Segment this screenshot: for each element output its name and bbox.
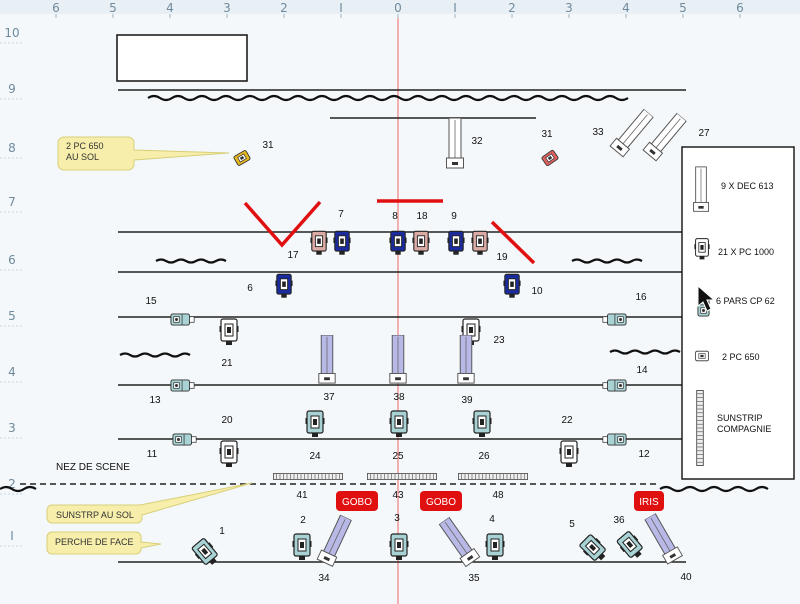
fixture-number: 17 xyxy=(287,250,299,261)
legend-sunstrip-1: SUNSTRIP xyxy=(717,413,763,423)
ruler-tick-label: 2 xyxy=(8,477,16,491)
callout-pc-line2: AU SOL xyxy=(66,152,99,162)
fixture-number: 33 xyxy=(592,127,604,138)
ruler-tick-label: 4 xyxy=(8,365,16,379)
callout-perche: PERCHE DE FACE xyxy=(46,531,162,555)
ruler-tick-label: 5 xyxy=(679,1,687,15)
fixture-number: 6 xyxy=(247,283,253,294)
left-ruler: 10 9 8 7 6 5 4 3 2I xyxy=(0,26,24,547)
fixture-number: 12 xyxy=(638,449,650,460)
ruler-tick-label: 2 xyxy=(280,1,288,15)
ruler-tick-label: I xyxy=(339,1,343,15)
fixture-number: 39 xyxy=(461,395,473,406)
fixture-number: 2 xyxy=(300,515,306,526)
fixture-number: 36 xyxy=(613,515,625,526)
legend-dec: 9 X DEC 613 xyxy=(721,181,774,191)
fixture-number: 23 xyxy=(493,335,505,346)
ruler-tick-label: 9 xyxy=(8,82,16,96)
fixture-number: 25 xyxy=(392,451,404,462)
ruler-tick-label: 6 xyxy=(52,1,60,15)
fixture-number: 22 xyxy=(561,415,573,426)
stage-edge-label: NEZ DE SCENE xyxy=(56,462,130,473)
gobo-label-2: GOBO xyxy=(426,497,456,508)
iris-tag: IRIS xyxy=(634,491,664,511)
fixture-number: 19 xyxy=(496,252,508,263)
ruler-tick-label: I xyxy=(453,1,457,15)
fixture-number: 38 xyxy=(393,392,405,403)
fixture-number: 43 xyxy=(392,490,404,501)
ruler-tick-label: 6 xyxy=(736,1,744,15)
ruler-tick-label: 4 xyxy=(166,1,174,15)
fixture-number: 35 xyxy=(468,573,480,584)
fixture-number: 31 xyxy=(541,129,553,140)
fixture-number: 7 xyxy=(338,209,344,220)
red-shapes xyxy=(243,199,536,265)
callout-pc-au-sol: 2 PC 650 AU SOL xyxy=(57,136,230,171)
legend-pc1000: 21 X PC 1000 xyxy=(718,247,774,257)
ruler-tick-label: 7 xyxy=(8,195,16,209)
fixture-number: 11 xyxy=(147,449,158,460)
ruler-tick-label: 3 xyxy=(223,1,231,15)
fixture-number: 37 xyxy=(323,392,335,403)
gobo-tag-2: GOBO xyxy=(420,491,462,511)
ruler-tick-label: 3 xyxy=(8,421,16,435)
ruler-tick-label: 4 xyxy=(622,1,630,15)
fixture-number: 26 xyxy=(478,451,490,462)
gobo-label-1: GOBO xyxy=(342,497,372,508)
legend-sunstrip-2: COMPAGNIE xyxy=(717,424,771,434)
fixture-number: 9 xyxy=(451,211,457,222)
fixture-number: 48 xyxy=(492,490,504,501)
legend: 9 X DEC 613 21 X PC 1000 6 PARS CP 62 2 … xyxy=(681,146,795,480)
fixture-number: 4 xyxy=(489,514,495,525)
fixture-number: 8 xyxy=(392,211,398,222)
gobo-tag-1: GOBO xyxy=(336,491,378,511)
fixture-number: 34 xyxy=(318,573,330,584)
fixture-number: 1 xyxy=(219,526,225,537)
fixture-number: 32 xyxy=(471,136,483,147)
mouse-cursor-icon xyxy=(697,284,716,312)
sunstrips-row xyxy=(272,473,529,480)
fixture-number: 24 xyxy=(309,451,321,462)
ruler-tick-label: 0 xyxy=(394,1,402,15)
fixture-number: 10 xyxy=(531,286,543,297)
callout-sunstrip-text: SUNSTRP AU SOL xyxy=(56,510,134,520)
ruler-tick-label: 10 xyxy=(4,26,19,40)
fixture-number: 18 xyxy=(416,211,428,222)
ruler-tick-label: I xyxy=(10,529,14,543)
ruler-tick-label: 6 xyxy=(8,253,16,267)
ruler-tick-label: 3 xyxy=(565,1,573,15)
fixture-number: 14 xyxy=(636,365,648,376)
fixture-number: 5 xyxy=(569,519,575,530)
callout-perche-text: PERCHE DE FACE xyxy=(55,537,134,547)
fixture-number: 16 xyxy=(635,292,647,303)
fixture-number: 3 xyxy=(394,513,400,524)
legend-pc650: 2 PC 650 xyxy=(722,352,760,362)
scenery-box xyxy=(116,34,248,82)
fixture-number: 27 xyxy=(698,128,710,139)
battens xyxy=(118,89,686,563)
ruler-tick-label: 5 xyxy=(8,309,16,323)
ruler-tick-label: 5 xyxy=(109,1,117,15)
callout-sunstrip-au-sol: SUNSTRP AU SOL xyxy=(46,482,253,524)
callout-pc-line1: 2 PC 650 xyxy=(66,141,104,151)
iris-label: IRIS xyxy=(639,497,659,508)
curtains xyxy=(0,94,769,493)
fixture-number: 15 xyxy=(145,296,157,307)
fixture-number: 21 xyxy=(221,358,233,369)
ruler-tick-label: 8 xyxy=(8,141,16,155)
fixture-number: 41 xyxy=(296,490,308,501)
fixture-number: 40 xyxy=(680,572,692,583)
ruler-tick-label: 2 xyxy=(508,1,516,15)
top-ruler: 6 5 4 3 2 I 0 I 2 3 4 5 6 xyxy=(0,0,800,18)
fixture-number: 13 xyxy=(149,395,161,406)
fixture-number: 20 xyxy=(221,415,233,426)
fixture-number: 31 xyxy=(262,140,274,151)
legend-pars: 6 PARS CP 62 xyxy=(716,296,775,306)
